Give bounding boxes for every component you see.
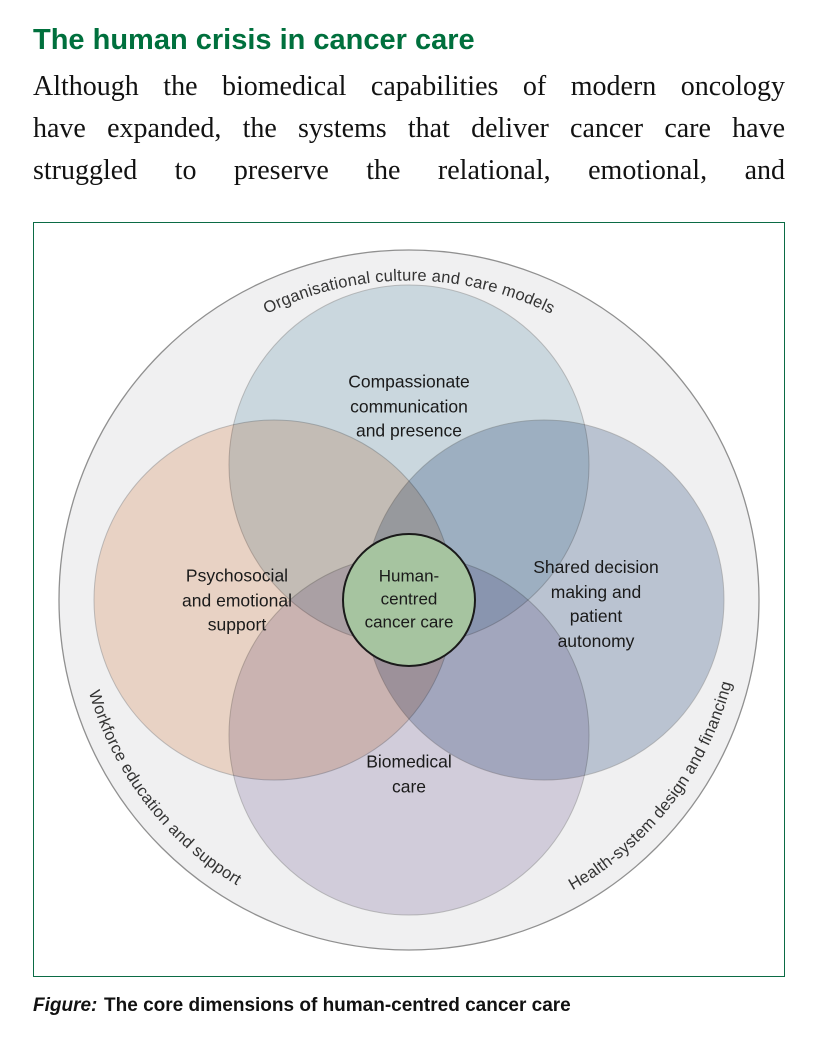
article-heading: The human crisis in cancer care xyxy=(33,24,475,56)
figure-caption: Figure: The core dimensions of human-cent… xyxy=(33,995,785,1017)
circle-label-compassionate-communication: Compassionate communication and presence xyxy=(348,371,470,441)
venn-diagram: Organisational culture and care models W… xyxy=(58,249,760,951)
circle-label-psychosocial-support: Psychosocial and emotional support xyxy=(182,565,292,635)
circle-label-shared-decision: Shared decision making and patient auton… xyxy=(533,557,659,651)
article-paragraph-line-3: struggled to preserve the relational, em… xyxy=(33,155,785,187)
figure-caption-text: The core dimensions of human-centred can… xyxy=(104,995,571,1017)
figure-panel: Organisational culture and care models W… xyxy=(33,222,785,978)
circle-label-human-centred-care: Human- centred cancer care xyxy=(364,566,454,632)
figure-caption-label: Figure: xyxy=(33,995,98,1017)
article-paragraph-line-1: Although the biomedical capabilities of … xyxy=(33,71,785,103)
article-paragraph-line-2: have expanded, the systems that deliver … xyxy=(33,113,785,145)
circle-label-biomedical-care: Biomedical care xyxy=(366,751,452,797)
human-centred-care-circle xyxy=(342,533,476,668)
